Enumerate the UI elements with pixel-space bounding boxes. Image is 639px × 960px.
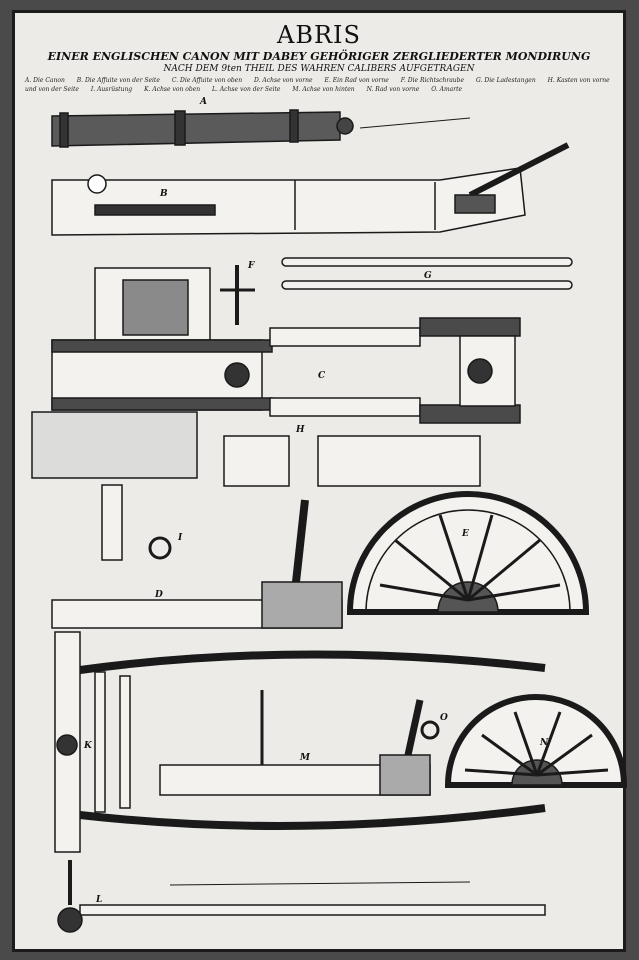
label-n: N: [539, 738, 549, 748]
label-c: C: [318, 371, 326, 381]
legend-item: M. Achse von hinten: [292, 86, 355, 93]
label-m: M: [299, 753, 311, 763]
wheel-n: [444, 694, 628, 788]
label-b: B: [159, 189, 168, 199]
legend-item: C. Die Affuite von oben: [171, 77, 243, 84]
box-side: [317, 435, 481, 487]
legend-item: I. Ausrüstung: [90, 86, 133, 93]
wheel-e: [346, 491, 590, 615]
part-labels: A B C D E F G H I K L M N O: [83, 97, 549, 905]
label-l: L: [95, 895, 102, 905]
limber-frame-top-view: [54, 631, 546, 853]
carriage-side-view: [51, 142, 570, 236]
legend-item: H. Kasten von vorne und von der Seite: [25, 77, 610, 93]
legend-item: K. Achse von oben: [144, 86, 201, 93]
legend-item: G. Die Ladestangen: [475, 77, 536, 84]
legend: A. Die Canon B. Die Affuite von der Seit…: [25, 76, 615, 94]
label-d: D: [154, 590, 163, 600]
axle-arm: [101, 484, 123, 561]
legend-item: N. Rad von vorne: [366, 86, 420, 93]
label-i: I: [177, 533, 183, 543]
label-e: E: [461, 529, 469, 539]
carriage-top-view: [51, 317, 521, 424]
label-f: F: [247, 261, 255, 271]
cannon-barrel: [51, 109, 471, 148]
axle-front-view: [51, 499, 343, 629]
label-a: A: [199, 97, 207, 107]
label-o: O: [440, 713, 448, 723]
label-h: H: [295, 425, 305, 435]
legend-item: A. Die Canon: [25, 77, 65, 84]
drawing-title: ABRIS: [277, 21, 361, 49]
ring-fitting: [148, 536, 172, 560]
axle-side-view: [57, 860, 546, 933]
legend-item: D. Achse von vorne: [254, 77, 313, 84]
box-front: [223, 435, 290, 487]
drawing-subtitle-2: NACH DEM 9ten THEIL DES WAHREN CALIBERS …: [163, 64, 475, 74]
rammer-rods: [281, 257, 573, 290]
elevating-screw: [220, 265, 255, 325]
legend-item: L. Achse von der Seite: [212, 86, 281, 93]
legend-item: F. Die Richtschraube: [400, 77, 465, 84]
legend-item: E. Ein Rad von vorne: [324, 77, 389, 84]
side-plank: [31, 411, 198, 479]
label-k: K: [83, 741, 93, 751]
legend-item: B. Die Affuite von der Seite: [76, 77, 160, 84]
drawing-subtitle: EINER ENGLISCHEN CANON MIT DABEY GEHÖRIG…: [47, 50, 591, 63]
legend-item: O. Amarte: [431, 86, 463, 93]
label-g: G: [424, 271, 432, 281]
